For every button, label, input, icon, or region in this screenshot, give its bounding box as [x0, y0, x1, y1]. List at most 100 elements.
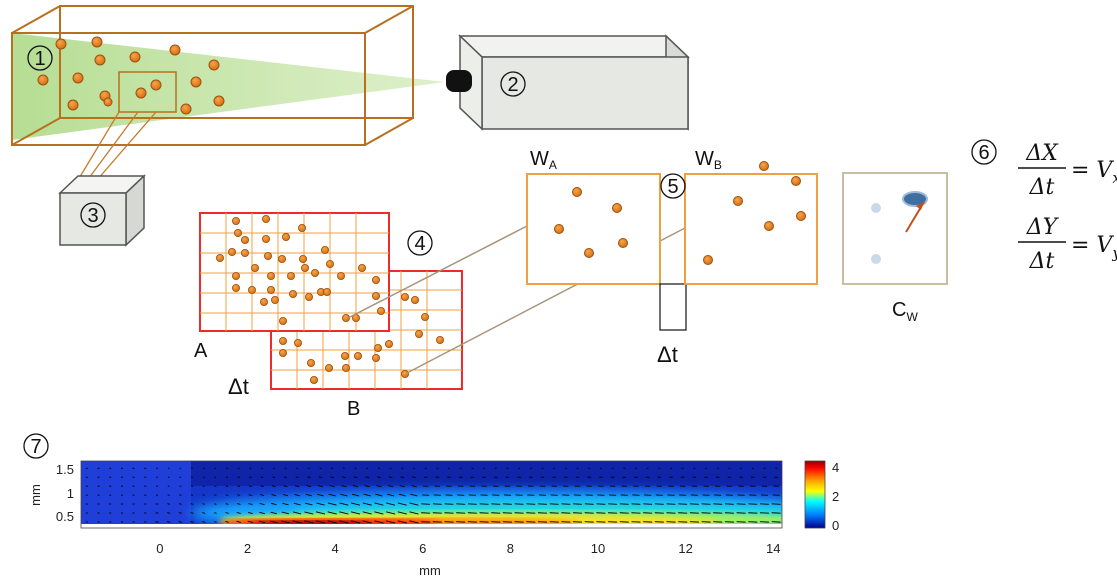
- vector-arrow: [374, 520, 384, 524]
- xtick-0: 0: [156, 541, 163, 556]
- vector-arrow: [386, 502, 396, 506]
- frame-dt-label: Δt: [228, 374, 249, 399]
- vector-arrow: [362, 502, 372, 506]
- equation-vy: ΔY Δt = Vy: [1018, 215, 1117, 274]
- vector-arrow: [247, 520, 254, 524]
- marker-6: 6: [978, 142, 989, 164]
- vector-arrow: [225, 512, 229, 514]
- vector-arrow: [293, 511, 302, 515]
- laser-sheet: [12, 33, 445, 140]
- vector-arrow: [294, 485, 300, 488]
- vector-arrow: [387, 485, 394, 488]
- camera: 2: [446, 34, 690, 131]
- seed-particles: [37, 36, 225, 115]
- vector-arrow: [375, 493, 383, 497]
- cbar-tick-4: 4: [832, 460, 839, 475]
- vector-arrow: [351, 502, 361, 506]
- vector-arrow: [260, 485, 264, 488]
- xtick-14: 14: [766, 541, 780, 556]
- vector-arrow: [409, 511, 419, 515]
- vector-arrow: [339, 520, 349, 524]
- vector-arrow: [362, 520, 372, 524]
- vector-arrow: [327, 511, 337, 515]
- vector-arrow: [412, 476, 416, 479]
- vector-arrow: [305, 502, 313, 506]
- vector-arrow: [271, 485, 276, 488]
- marker-1-circle: [27, 45, 53, 71]
- cw-label: CW: [892, 299, 918, 324]
- vector-arrow: [339, 502, 349, 506]
- correlation-peak: [902, 191, 928, 207]
- svg-text:ΔY: ΔY: [1026, 215, 1060, 240]
- marker-3: 3: [87, 205, 98, 227]
- x-axis-label: mm: [419, 563, 441, 578]
- vector-arrow: [248, 485, 252, 487]
- vector-arrow: [167, 503, 170, 505]
- vector-arrow: [283, 476, 287, 479]
- vector-arrow: [270, 520, 278, 524]
- flow-channel-box: 1: [11, 5, 445, 186]
- marker-2: 2: [507, 74, 518, 96]
- vector-arrow: [237, 485, 241, 487]
- vector-arrow: [214, 503, 217, 505]
- vector-arrow: [351, 493, 360, 497]
- vector-arrow: [376, 485, 382, 488]
- vector-arrow: [315, 520, 326, 524]
- svg-text:= Vx: = Vx: [1071, 158, 1117, 187]
- vector-arrow: [260, 476, 264, 478]
- vector-arrow: [385, 511, 396, 515]
- vector-arrow: [388, 476, 393, 479]
- correlation-map: [842, 172, 948, 285]
- vector-arrow: [202, 503, 206, 505]
- vector-arrow: [340, 493, 348, 497]
- svg-text:Δt: Δt: [1029, 175, 1055, 200]
- frame-b-label: B: [347, 398, 360, 420]
- vector-arrow: [316, 502, 325, 506]
- vector-arrow: [397, 502, 407, 506]
- vector-arrow: [409, 502, 419, 506]
- vector-arrow: [202, 494, 205, 496]
- y-axis-label: mm: [28, 484, 43, 506]
- vector-arrow: [179, 494, 182, 496]
- vector-arrow: [304, 511, 314, 515]
- vector-arrow: [236, 503, 241, 505]
- vector-arrow: [178, 512, 182, 514]
- ytick-1: 1: [67, 486, 74, 501]
- dt-bar: [659, 283, 687, 331]
- vector-arrow: [214, 512, 217, 514]
- vector-arrow: [353, 476, 358, 479]
- vector-arrow: [342, 476, 346, 479]
- interrogation-region: [118, 71, 177, 113]
- xtick-10: 10: [591, 541, 605, 556]
- vector-arrow: [282, 502, 289, 506]
- vector-arrow: [190, 494, 194, 496]
- vector-arrow: [236, 512, 241, 514]
- svg-text:Δt: Δt: [1029, 249, 1055, 274]
- vector-arrow: [350, 520, 361, 524]
- vector-arrow: [293, 502, 301, 506]
- vector-arrow: [317, 485, 324, 488]
- xtick-4: 4: [331, 541, 338, 556]
- xtick-6: 6: [419, 541, 426, 556]
- vector-arrow: [365, 476, 370, 479]
- vector-arrow: [178, 521, 183, 523]
- velocity-heatmap: [81, 461, 782, 528]
- vector-arrow: [166, 521, 171, 523]
- vector-arrow: [236, 520, 242, 523]
- vector-arrow: [271, 494, 277, 497]
- vector-arrow: [374, 511, 384, 515]
- vector-arrow: [178, 503, 182, 505]
- vector-arrow: [397, 520, 407, 524]
- vector-arrow: [201, 521, 206, 523]
- vector-arrow: [327, 520, 337, 524]
- svg-text:ΔX: ΔX: [1025, 141, 1059, 166]
- vector-arrow: [190, 503, 194, 505]
- vector-arrow: [327, 502, 337, 506]
- vector-arrow: [306, 485, 312, 488]
- vector-arrow: [307, 476, 311, 479]
- vector-arrow: [363, 493, 371, 497]
- vector-arrow: [294, 493, 300, 497]
- xtick-8: 8: [507, 541, 514, 556]
